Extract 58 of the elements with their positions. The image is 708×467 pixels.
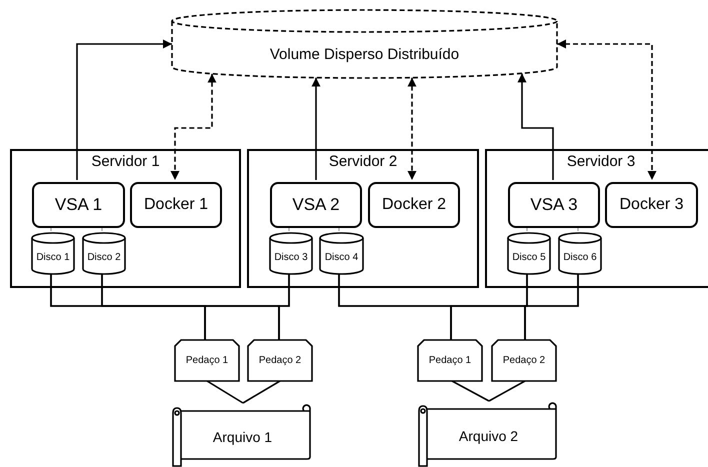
process-box	[605, 182, 698, 228]
server-label: Servidor 2	[328, 153, 398, 170]
process-label: VSA 3	[530, 195, 578, 215]
disk-cylinder	[32, 233, 74, 274]
server-box	[485, 149, 708, 288]
chunk-card	[175, 340, 239, 381]
arrow	[518, 73, 554, 180]
process-label: Docker 1	[144, 196, 208, 214]
server-box	[10, 149, 241, 288]
arrow	[170, 74, 216, 180]
volume-label: Volume Disperso Distribuído	[270, 46, 460, 62]
chunk-card	[248, 340, 312, 381]
chunk-label: Pedaço 1	[428, 355, 472, 366]
chunk-label: Pedaço 2	[258, 355, 302, 366]
connector-line	[50, 226, 52, 232]
disk-cylinder	[508, 233, 550, 274]
process-box	[508, 182, 600, 228]
arrow	[557, 40, 656, 180]
volume-cylinder	[172, 10, 557, 78]
disk-cylinder	[83, 233, 125, 274]
process-box	[32, 182, 125, 228]
chunk-label: Pedaço 1	[186, 355, 228, 366]
disk-cylinder	[559, 233, 601, 274]
process-label: VSA 1	[54, 195, 102, 215]
server-box	[247, 149, 479, 288]
arrow	[312, 78, 320, 180]
chunk-label: Pedaço 2	[502, 355, 546, 366]
process-box	[368, 182, 460, 228]
file-scroll	[172, 403, 313, 467]
file-label: Arquivo 1	[212, 429, 272, 445]
disk-label: Disco 1	[36, 252, 70, 263]
disk-label: Disco 4	[324, 252, 358, 263]
connector-line	[452, 380, 490, 402]
disk-label: Disco 6	[563, 252, 597, 263]
chunk-card	[418, 340, 482, 381]
disk-label: Disco 5	[512, 252, 546, 263]
file-scroll	[418, 401, 559, 467]
process-box	[130, 182, 222, 228]
disk-label: Disco 2	[87, 252, 121, 263]
process-box	[270, 182, 362, 228]
connector-line	[288, 226, 290, 232]
chunk-card	[492, 340, 556, 381]
connector-line	[338, 226, 340, 232]
connector-line	[526, 226, 528, 232]
arrow	[408, 78, 416, 180]
disk-cylinder	[320, 233, 363, 274]
process-label: Docker 3	[619, 196, 684, 214]
arrow	[76, 40, 172, 180]
connector-line	[488, 380, 526, 402]
disk-label: Disco 3	[274, 252, 308, 263]
connector-line	[206, 380, 244, 404]
connector-line	[242, 380, 280, 404]
disk-cylinder	[270, 233, 312, 274]
server-label: Servidor 1	[91, 153, 160, 170]
process-label: VSA 2	[292, 195, 340, 215]
process-label: Docker 2	[382, 196, 446, 214]
server-label: Servidor 3	[566, 153, 636, 170]
file-label: Arquivo 2	[458, 428, 518, 444]
